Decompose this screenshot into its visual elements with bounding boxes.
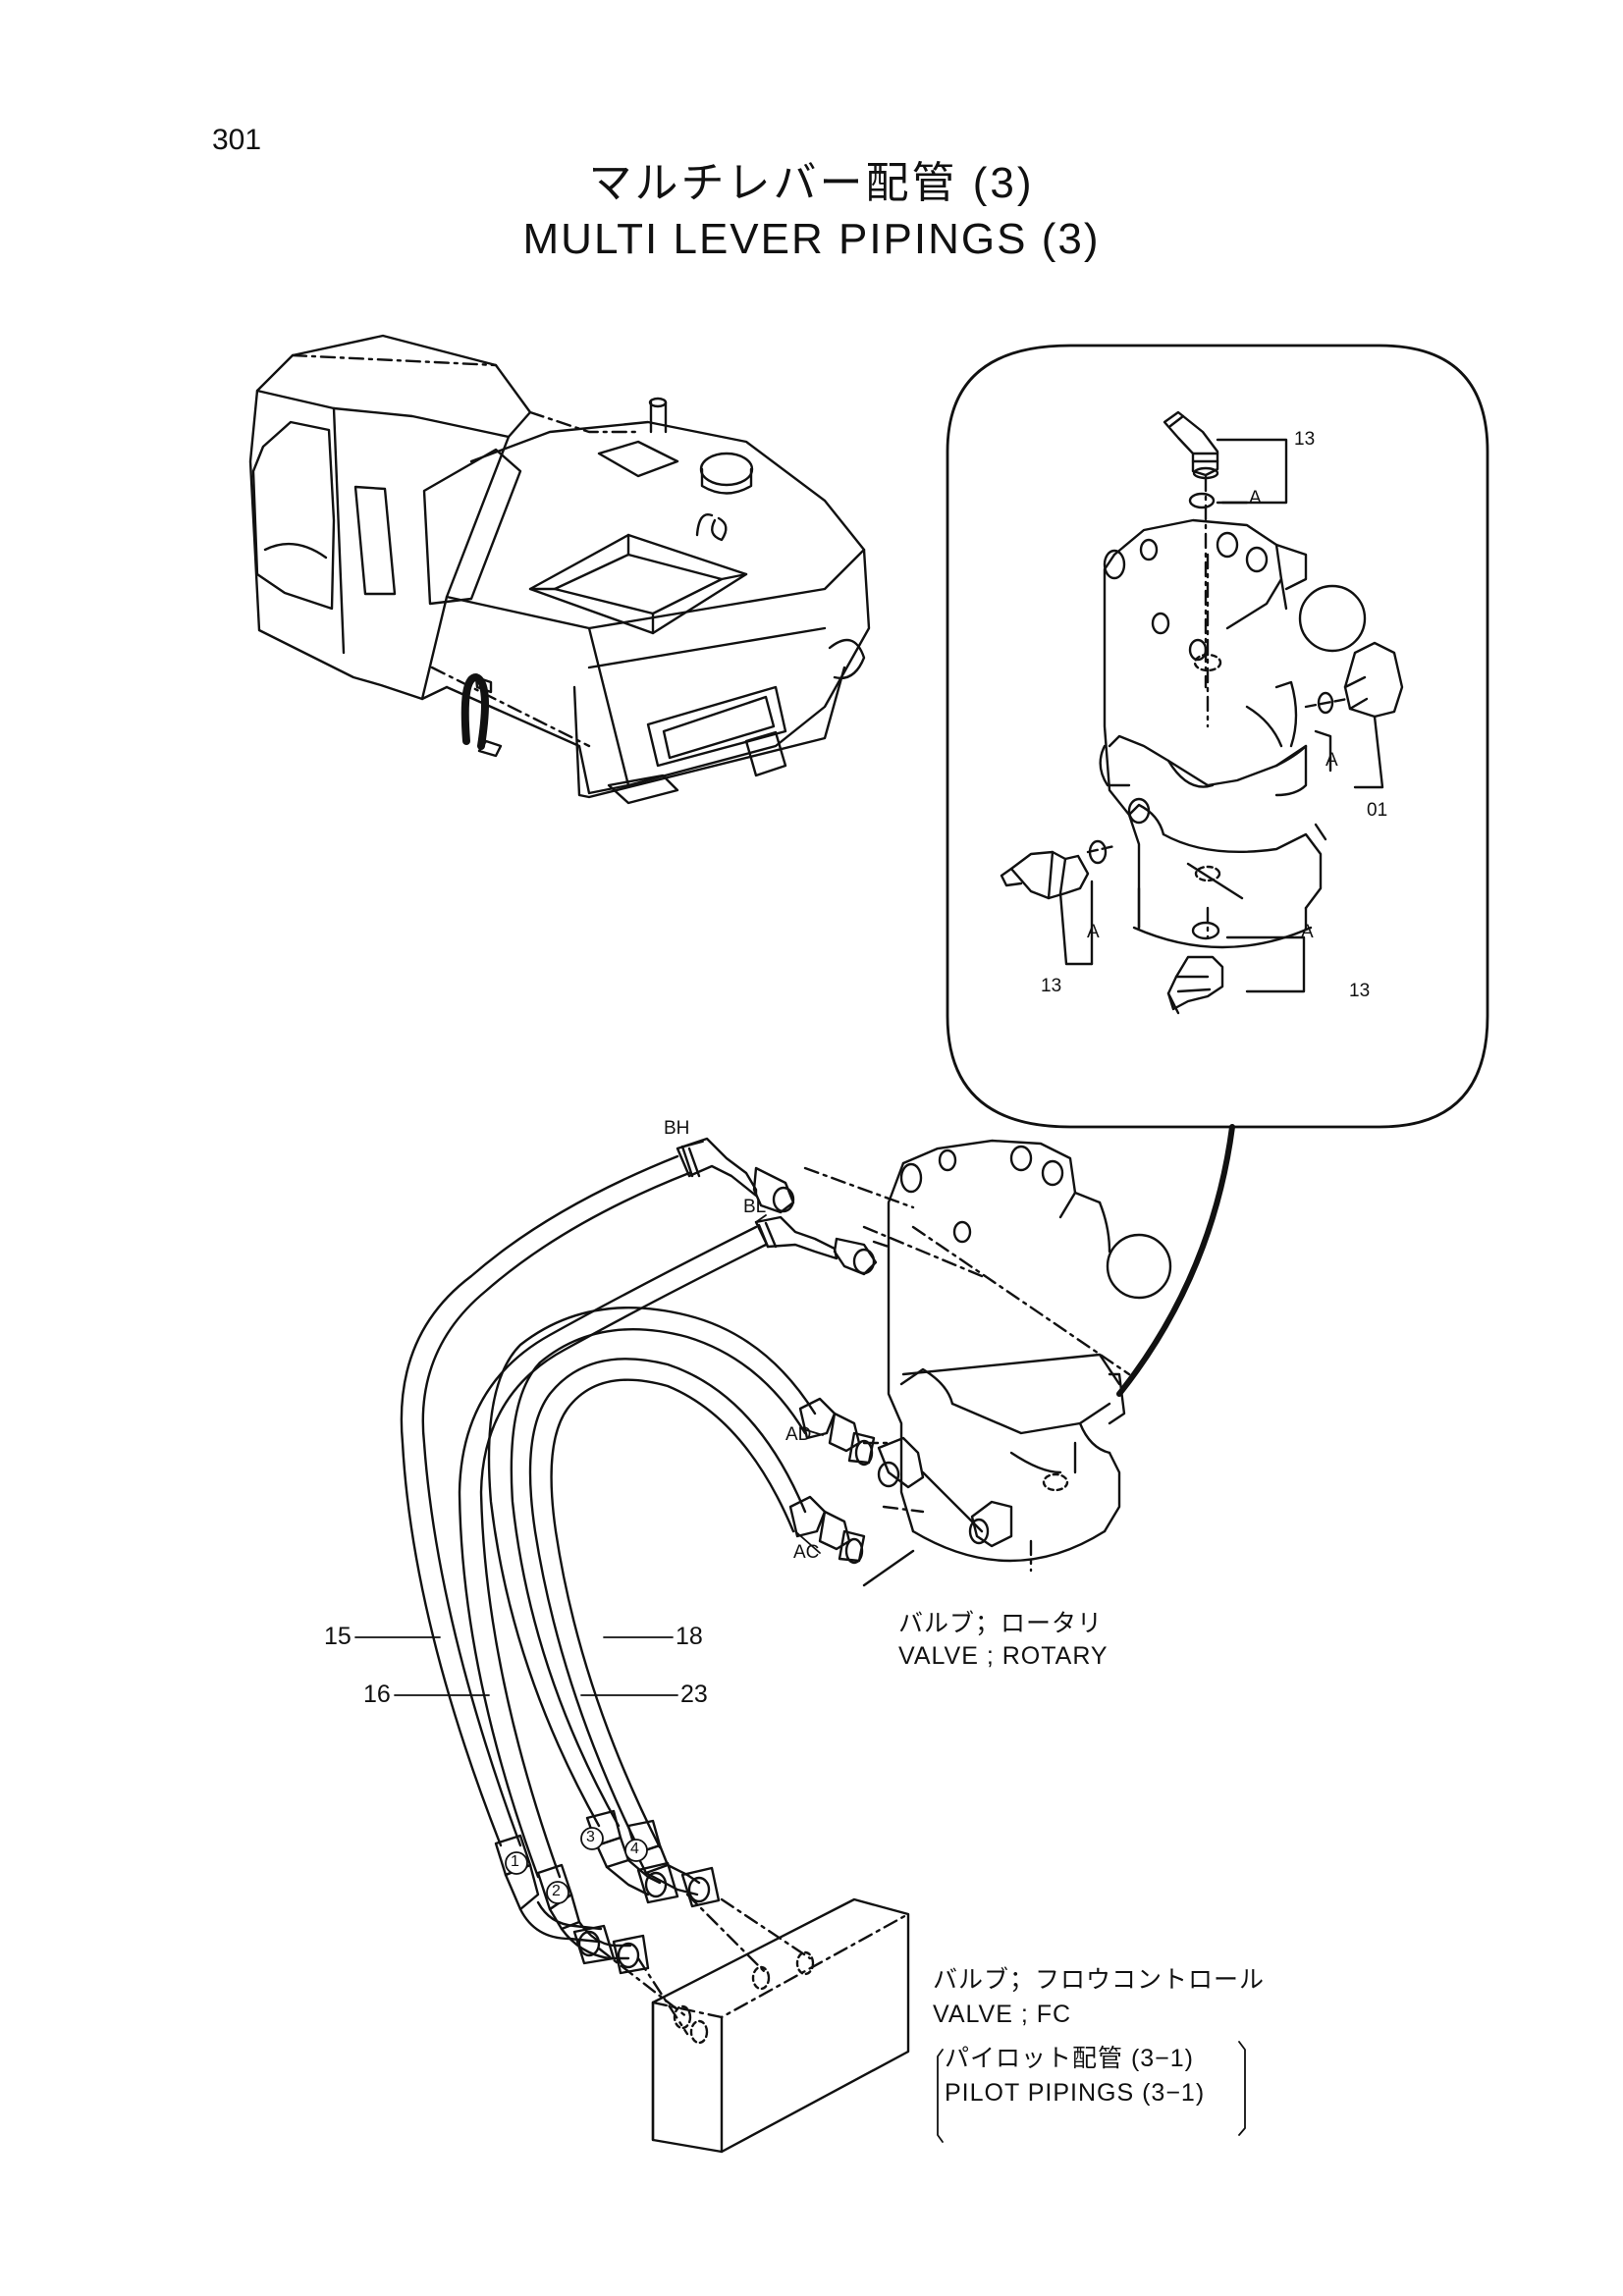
caption-rotary-valve-jp: バルブ；ロータリ (898, 1610, 1104, 1637)
title-japanese: マルチレバー配管 (3) (588, 159, 1035, 207)
excavator-illustration (248, 334, 871, 805)
bubble-leader-line (1116, 1124, 1235, 1397)
fitting-left (1000, 839, 1116, 966)
pilot-ref-bracket (937, 2041, 1246, 2143)
leader-lines (354, 1141, 824, 1696)
callout-18: 18 (676, 1623, 703, 1650)
callout-15: 15 (324, 1623, 352, 1650)
caption-pilot-ref-en: PILOT PIPINGS (3−1) (945, 2079, 1206, 2107)
hoses (400, 1137, 1013, 1975)
detail-view-bubble (946, 344, 1489, 1129)
fc-valve-box (597, 1893, 910, 2154)
port-label-bh: BH (664, 1118, 690, 1139)
hose-marker-4: 4 (630, 1841, 639, 1857)
port-label-bl: BL (743, 1197, 767, 1217)
fitting-bottom (1166, 921, 1306, 1015)
page-number: 301 (212, 124, 262, 156)
callout-16: 16 (363, 1681, 391, 1708)
port-label-ad: AD (785, 1424, 812, 1445)
label-13-bottom: 13 (1349, 981, 1371, 1001)
caption-fc-valve-en: VALVE ; FC (933, 2001, 1072, 2028)
hose-marker-3: 3 (586, 1829, 595, 1845)
hose-marker-1: 1 (511, 1853, 519, 1870)
hose-marker-2: 2 (552, 1883, 561, 1899)
title-english: MULTI LEVER PIPINGS (3) (522, 215, 1101, 263)
label-a-bottom: A (1301, 922, 1314, 942)
label-a-top: A (1249, 488, 1262, 508)
label-a-right: A (1325, 750, 1338, 771)
caption-pilot-ref-jp: パイロット配管 (3−1) (945, 2045, 1195, 2072)
label-13-left: 13 (1041, 976, 1062, 996)
caption-fc-valve-jp: バルブ；フロウコントロール (933, 1966, 1266, 1994)
fitting-top (1163, 410, 1288, 689)
callout-23: 23 (680, 1681, 708, 1708)
label-13-top: 13 (1294, 429, 1316, 450)
rotary-valve-main (862, 1139, 1172, 1587)
caption-rotary-valve-en: VALVE ; ROTARY (898, 1642, 1109, 1670)
label-a-left: A (1087, 922, 1100, 942)
fitting-right (1304, 641, 1404, 789)
label-01: 01 (1367, 800, 1388, 821)
port-label-ac: AC (793, 1542, 820, 1563)
hose-marker-circles (505, 1827, 648, 1904)
connection-lines (803, 1166, 984, 1514)
